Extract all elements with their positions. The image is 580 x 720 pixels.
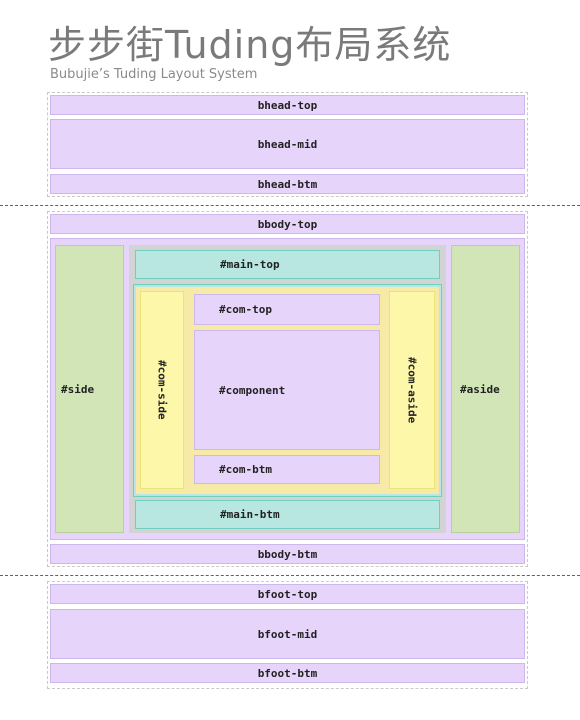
separator-line	[0, 205, 580, 206]
com-side-column: #com-side	[140, 291, 184, 489]
main-top-block: #main-top	[135, 250, 440, 279]
aside-column: #aside	[451, 245, 520, 533]
bhead-top-block: bhead-top	[50, 95, 525, 115]
separator-line	[0, 575, 580, 576]
bbody-btm-block: bbody-btm	[50, 544, 525, 564]
com-aside-label: #com-aside	[405, 356, 419, 424]
bfoot-top-block: bfoot-top	[50, 584, 525, 604]
bhead-mid-block: bhead-mid	[50, 119, 525, 169]
bbody-top-block: bbody-top	[50, 214, 525, 234]
side-column: #side	[55, 245, 124, 533]
page-subtitle: Bubujie’s Tuding Layout System	[50, 67, 258, 82]
page-title: 步步街Tuding布局系统	[48, 23, 452, 67]
com-btm-block: #com-btm	[194, 455, 380, 484]
com-top-block: #com-top	[194, 294, 380, 325]
com-side-label: #com-side	[155, 360, 169, 420]
bfoot-btm-block: bfoot-btm	[50, 663, 525, 683]
bhead-btm-block: bhead-btm	[50, 174, 525, 194]
com-aside-column: #com-aside	[389, 291, 435, 489]
main-btm-block: #main-btm	[135, 500, 440, 529]
component-block: #component	[194, 330, 380, 450]
bfoot-mid-block: bfoot-mid	[50, 609, 525, 659]
